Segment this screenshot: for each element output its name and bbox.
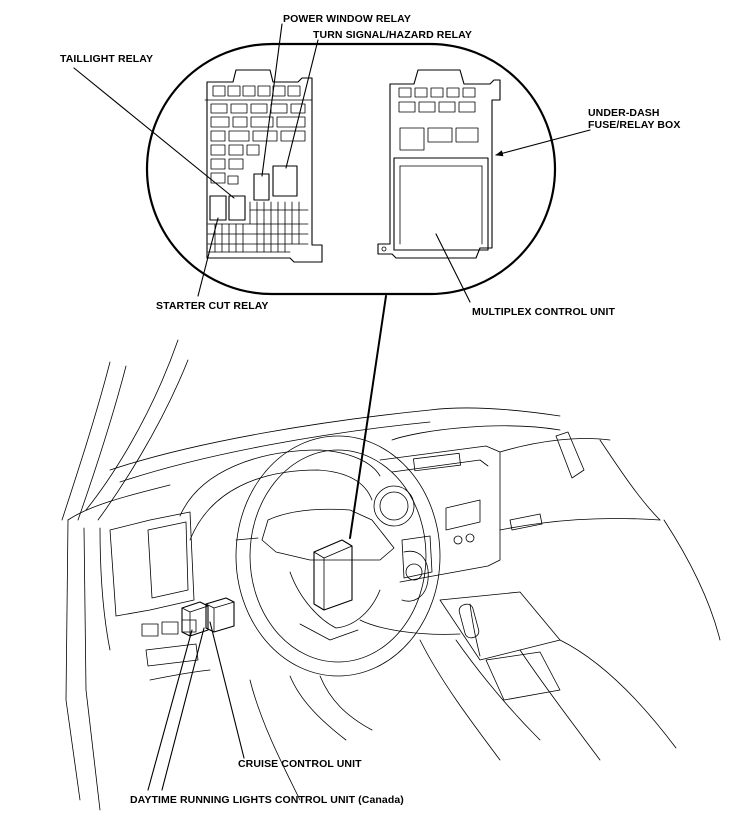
cruise-and-drl-units: [181, 597, 235, 637]
callout-ellipse: [145, 42, 557, 296]
label-multiplex-control-unit: MULTIPLEX CONTROL UNIT: [472, 306, 615, 318]
fuse-box-back: [377, 69, 501, 259]
power-window-relay: [253, 173, 270, 201]
taillight-relay: [228, 195, 246, 221]
label-starter-cut-relay: STARTER CUT RELAY: [156, 300, 269, 312]
fuse-box-front: [204, 69, 323, 263]
label-taillight-relay: TAILLIGHT RELAY: [60, 53, 153, 65]
label-under-dash-line1: UNDER-DASH: [588, 107, 660, 119]
starter-cut-relay: [209, 195, 227, 221]
label-daytime-running-lights: DAYTIME RUNNING LIGHTS CONTROL UNIT (Can…: [130, 794, 404, 806]
multiplex-unit-location: [313, 539, 353, 611]
label-power-window-relay: POWER WINDOW RELAY: [283, 13, 411, 25]
turn-signal-hazard-relay: [272, 165, 298, 197]
multiplex-control-unit: [393, 157, 489, 251]
label-turn-signal-hazard-relay: TURN SIGNAL/HAZARD RELAY: [313, 29, 472, 41]
dashboard-drawing: [61, 339, 721, 811]
label-under-dash-line2: FUSE/RELAY BOX: [588, 119, 680, 131]
label-cruise-control-unit: CRUISE CONTROL UNIT: [238, 758, 362, 770]
